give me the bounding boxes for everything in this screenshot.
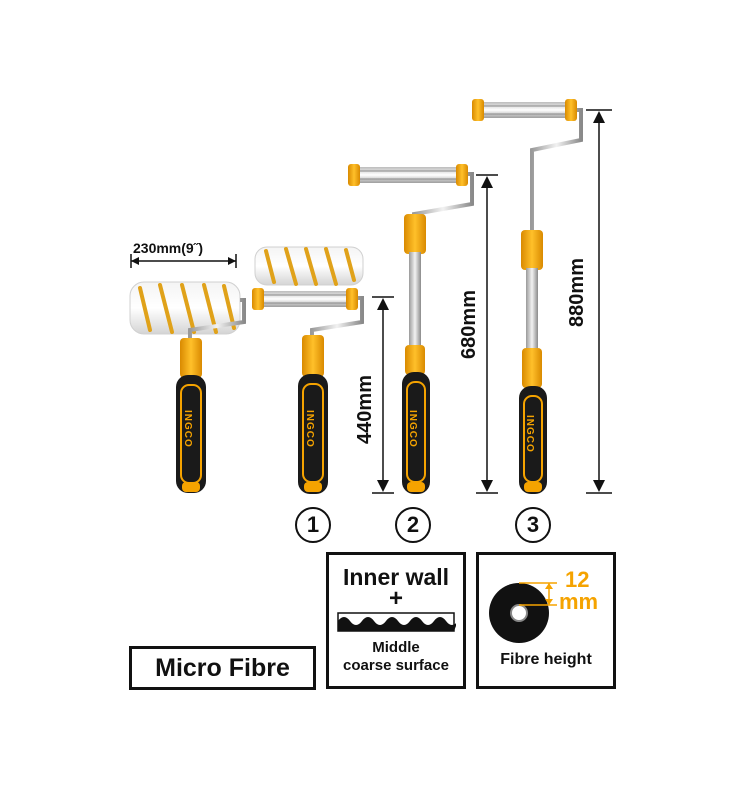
fibre-height-caption: Fibre height bbox=[500, 651, 592, 668]
width-label: 230mm(9˝) bbox=[133, 240, 204, 256]
roller-cross-section-icon bbox=[489, 582, 557, 643]
fibre-height-box: 12 mm Fibre height bbox=[476, 552, 616, 689]
roller-1 bbox=[252, 246, 364, 494]
fibre-height-unit: mm bbox=[559, 589, 599, 614]
surface-caption-line1: Middle bbox=[372, 639, 420, 656]
height-label-1: 440mm bbox=[354, 375, 376, 444]
surface-caption-line2: coarse surface bbox=[343, 657, 449, 674]
material-label: Micro Fibre bbox=[155, 653, 290, 682]
plus-sign: + bbox=[388, 585, 403, 612]
brand-logo: INGCO bbox=[524, 415, 535, 453]
height-label-3: 880mm bbox=[566, 258, 588, 327]
roller-2 bbox=[348, 164, 474, 494]
number-badge-3: 3 bbox=[515, 507, 551, 543]
number-badge-1: 1 bbox=[295, 507, 331, 543]
width-dimension bbox=[130, 254, 237, 268]
brand-logo: INGCO bbox=[182, 410, 193, 448]
height-dimension-1 bbox=[372, 296, 394, 494]
height-dimension-3 bbox=[586, 109, 612, 494]
height-label-2: 680mm bbox=[458, 290, 480, 359]
surface-title: Inner wall bbox=[342, 564, 450, 590]
surface-box: Inner wall + Middle coarse surface bbox=[326, 552, 466, 689]
roller-standalone bbox=[129, 281, 246, 493]
brand-logo: INGCO bbox=[407, 410, 418, 448]
fibre-height-value: 12 bbox=[565, 567, 590, 592]
number-badge-2: 2 bbox=[395, 507, 431, 543]
material-box: Micro Fibre bbox=[129, 646, 316, 690]
height-dimension-2 bbox=[476, 174, 498, 494]
brand-logo: INGCO bbox=[304, 410, 315, 448]
coarse-surface-icon bbox=[337, 612, 456, 632]
roller-3 bbox=[472, 99, 583, 494]
